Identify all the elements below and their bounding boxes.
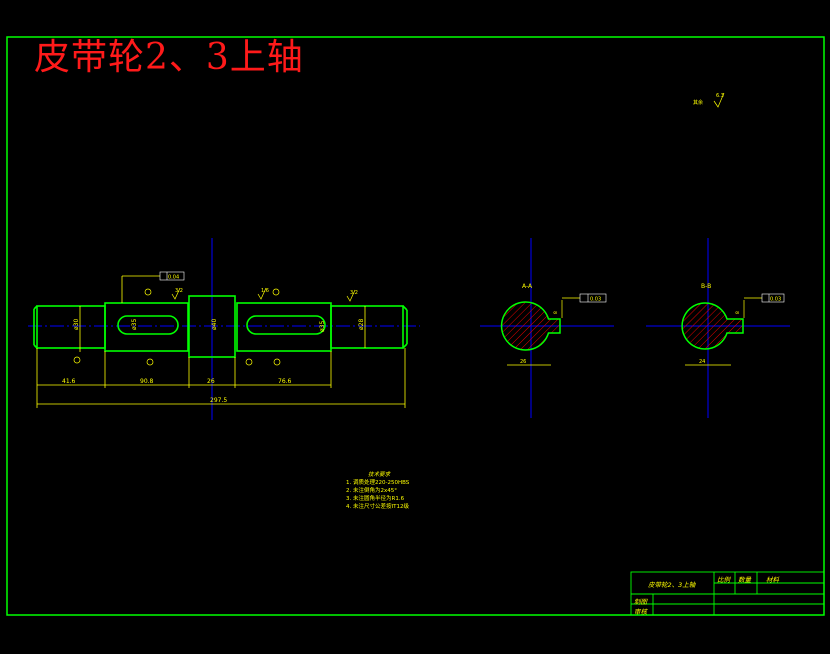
title-block-drawn: 制图 [634,598,647,606]
section-b-depth: 24 [699,359,705,365]
dim-dia-right-shoulder: ø35 [319,321,326,332]
dim-seg1: 41.6 [62,378,76,385]
dim-dia-collar: ø40 [211,319,218,330]
shaft-segment-right [330,305,404,349]
section-b-tolerance: 0.03 [770,297,781,303]
section-a-a: A-A 26 8 0.03 [500,283,607,366]
shaft-outline [33,295,408,358]
roughness-note-label: 其余 [693,99,703,106]
tech-req-heading: 技术要求 [368,472,391,478]
roughness-symbols [171,92,725,302]
title-block [630,571,825,616]
section-b-width: 8 [735,311,741,314]
roughness-mark-1: 3.2 [175,288,183,294]
title-block-quantity: 数量 [738,576,751,584]
shaft-segment-4 [236,302,332,352]
keyway-right [246,315,326,335]
shaft-collar [188,295,236,358]
section-b-label: B-B [701,283,711,290]
drawing-title: 皮带轮2、3上轴 [34,37,304,78]
dim-dia-left: ø30 [73,319,80,330]
section-a-tolerance: 0.03 [590,297,601,303]
keyway-left [117,315,179,335]
runout-tolerance-frame: 0.04 [159,271,185,281]
tech-req-item: 1. 调质处理220-250HBS [346,480,410,486]
technical-requirements: 技术要求 1. 调质处理220-250HBS 2. 未注倒角为2x45° 3. … [346,471,409,511]
svg-text:0.04: 0.04 [168,275,179,281]
dimension-lines [36,275,406,408]
roughness-note-value: 6.3 [716,93,724,99]
dimension-text: 41.6 90.8 26 76.6 297.5 ø30 ø35 ø40 ø35 … [62,319,365,404]
section-a-label: A-A [522,283,533,290]
centerlines [28,238,790,420]
tech-req-item: 2. 未注倒角为2x45° [346,488,397,494]
roughness-mark-3: 3.2 [350,290,358,296]
drawing-frame [6,36,825,616]
section-a-width: 8 [553,311,559,314]
dim-dia-shoulder: ø35 [131,319,138,330]
shaft-segment-2 [104,302,189,352]
title-block-part-name: 皮带轮2、3上轴 [648,581,696,589]
section-b-b: B-B 24 8 0.03 [681,283,785,366]
dim-dia-right: ø28 [358,319,365,330]
dim-overall: 297.5 [210,397,227,404]
dim-seg3: 26 [207,378,215,385]
section-a-depth: 26 [520,359,526,365]
title-block-scale: 比例 [717,576,730,584]
tech-req-item: 3. 未注圆角半径为R1.6 [346,496,405,502]
tech-req-item: 4. 未注尺寸公差按IT12级 [346,504,409,510]
title-block-checked: 审核 [634,608,647,616]
dim-seg2: 90.8 [140,378,154,385]
datum-symbols [73,288,281,366]
shaft-segment-left [36,305,106,349]
title-block-material: 材料 [766,576,779,584]
dim-seg4: 76.6 [278,378,292,385]
roughness-mark-2: 1.6 [261,288,269,294]
